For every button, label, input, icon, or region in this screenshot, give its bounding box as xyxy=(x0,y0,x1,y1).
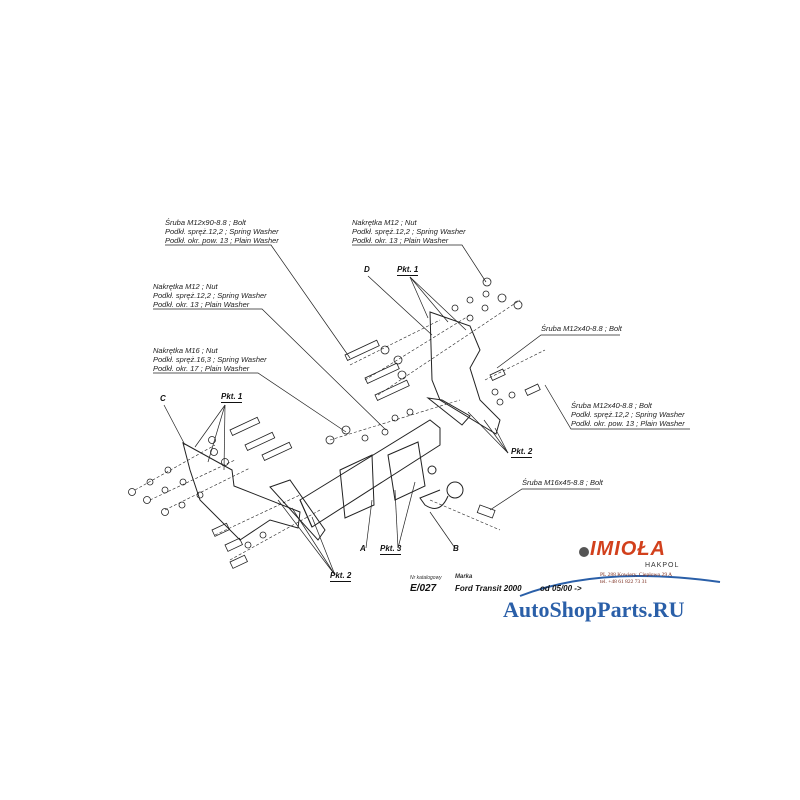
mounting-plate xyxy=(387,441,426,501)
catalog-number: E/027 xyxy=(410,583,437,594)
callout-nut-m12-top: Nakrętka M12 ; Nut Podkł. spręż.12,2 ; S… xyxy=(352,218,466,245)
brand-logo: IMIOŁA xyxy=(590,538,666,560)
catalog-label: Nr katalogowy xyxy=(410,575,442,581)
callout-line: Podkł. okr. pow. 13 ; Plain Washer xyxy=(571,419,685,428)
callout-line: Podkł. okr. 13 ; Plain Washer xyxy=(153,300,250,309)
callout-bolt-m12x40: Śruba M12x40-8.8 ; Bolt xyxy=(541,324,622,333)
bolt-axes xyxy=(134,299,546,561)
callout-bolt-m16x45: Śruba M16x45-8.8 ; Bolt xyxy=(522,478,603,487)
callout-bolt-m12x90: Śruba M12x90-8.8 ; Bolt Podkł. spręż.12,… xyxy=(165,218,279,245)
point-1-left: Pkt. 1 xyxy=(221,392,243,403)
callout-line: Podkł. okr. pow. 13 ; Plain Washer xyxy=(165,236,279,245)
fasteners xyxy=(128,277,541,569)
part-letter-c: C xyxy=(160,394,166,403)
tow-ball-b xyxy=(419,465,464,509)
callout-line: Nakrętka M16 ; Nut xyxy=(153,346,218,355)
callout-nut-m16: Nakrętka M16 ; Nut Podkł. spręż.16,3 ; S… xyxy=(153,346,267,373)
point-1-top: Pkt. 1 xyxy=(397,265,419,276)
point-3: Pkt. 3 xyxy=(380,544,402,555)
vehicle-model: Ford Transit 2000 xyxy=(455,584,522,593)
point-2-right: Pkt. 2 xyxy=(511,447,533,458)
production-date: od 05/00 -> xyxy=(540,584,582,593)
part-letter-b: B xyxy=(453,544,459,553)
part-letter-a: A xyxy=(360,544,366,553)
callout-line: Nakrętka M12 ; Nut xyxy=(352,218,417,227)
part-letter-d: D xyxy=(364,265,370,274)
point-2-bottom: Pkt. 2 xyxy=(330,571,352,582)
logo-ball-icon xyxy=(579,547,589,557)
callout-line: Podkł. spręż.12,2 ; Spring Washer xyxy=(153,291,267,300)
callout-line: Podkł. okr. 17 ; Plain Washer xyxy=(153,364,250,373)
callout-line: Podkł. spręż.12,2 ; Spring Washer xyxy=(352,227,466,236)
bracket-c xyxy=(182,442,301,541)
callout-line: Podkł. spręż.12,2 ; Spring Washer xyxy=(571,410,685,419)
brand-address: PL 288 Kowiery, Ciepłowo 29 A tel. +48 6… xyxy=(600,572,672,586)
callout-nut-m12-left: Nakrętka M12 ; Nut Podkł. spręż.12,2 ; S… xyxy=(153,282,267,309)
callout-line: Śruba M12x40-8.8 ; Bolt xyxy=(541,324,622,333)
crossbar-a xyxy=(269,397,471,541)
callout-line: Śruba M12x90-8.8 ; Bolt xyxy=(165,218,246,227)
callout-line: Podkł. spręż.12,2 ; Spring Washer xyxy=(165,227,279,236)
callout-line: Nakrętka M12 ; Nut xyxy=(153,282,218,291)
bracket-d xyxy=(429,311,501,435)
address-line: tel. +48 61 822 73 31 xyxy=(600,579,648,585)
callout-line: Podkł. okr. 13 ; Plain Washer xyxy=(352,236,449,245)
callout-line: Podkł. spręż.16,3 ; Spring Washer xyxy=(153,355,267,364)
callout-line: Śruba M12x40-8.8 ; Bolt xyxy=(571,401,652,410)
callout-bolt-m12x40-washers: Śruba M12x40-8.8 ; Bolt Podkł. spręż.12,… xyxy=(571,401,685,428)
address-line: PL 288 Kowiery, Ciepłowo 29 A xyxy=(600,572,673,578)
watermark: AutoShopParts.RU xyxy=(503,597,685,622)
brand-logo-sub: HAKPOL xyxy=(645,562,680,569)
brand-label: Marka xyxy=(455,574,473,580)
callout-line: Śruba M16x45-8.8 ; Bolt xyxy=(522,478,603,487)
logo-swoosh xyxy=(519,575,721,597)
